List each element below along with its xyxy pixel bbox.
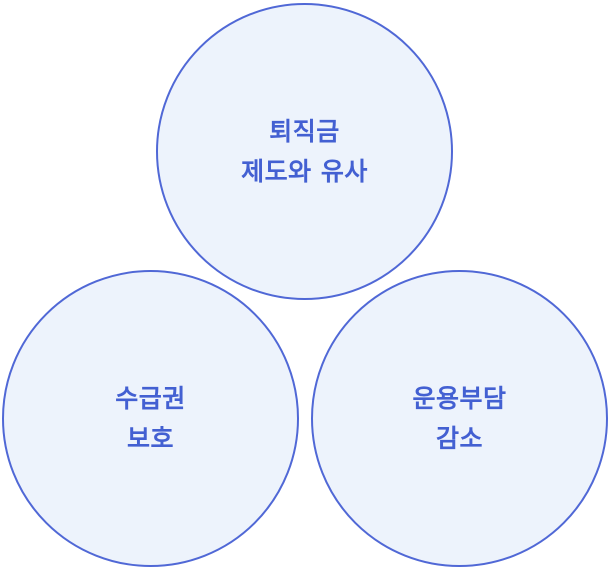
circle-label: 수급권 보호 — [115, 379, 186, 459]
circle-label-line1: 퇴직금 — [269, 116, 340, 146]
circle-benefit-protection: 수급권 보호 — [2, 270, 299, 567]
circle-label-line2: 감소 — [435, 423, 483, 453]
circle-label: 운용부담 감소 — [412, 379, 506, 459]
circle-label-line1: 운용부담 — [412, 383, 507, 413]
circle-label-line2: 제도와 유사 — [241, 156, 368, 186]
circle-retirement-pay-similarity: 퇴직금 제도와 유사 — [156, 3, 453, 300]
circle-management-burden-reduction: 운용부담 감소 — [311, 270, 608, 567]
circle-label-line1: 수급권 — [115, 383, 186, 413]
circle-label: 퇴직금 제도와 유사 — [241, 112, 368, 192]
circle-label-line2: 보호 — [126, 423, 174, 453]
